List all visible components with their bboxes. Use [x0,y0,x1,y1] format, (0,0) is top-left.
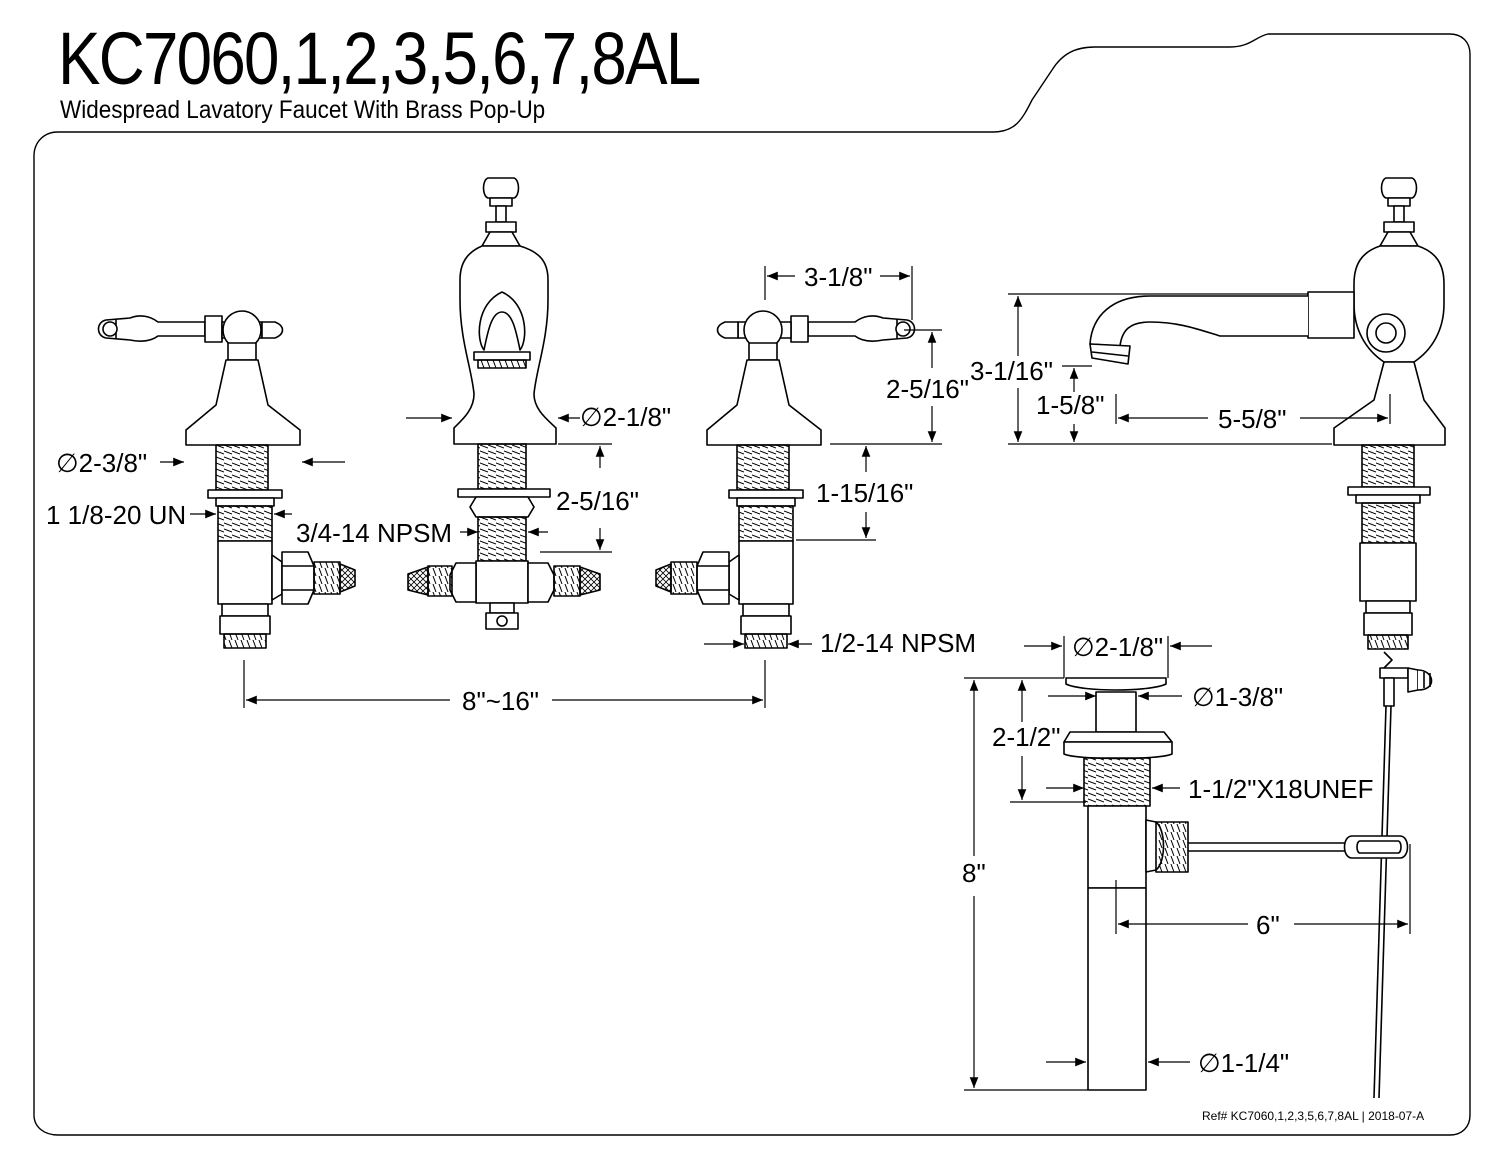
center-spread-label: 8"~16" [462,686,539,716]
drain-total-length-label: 8" [962,858,986,888]
drain-flange-diameter-label: ∅2-1/8" [1072,632,1163,662]
drain-body-height-label: 2-1/2" [992,722,1061,752]
handle-height-label: 2-5/16" [886,374,969,404]
product-description: Widespread Lavatory Faucet With Brass Po… [60,96,546,124]
center-spout [407,177,601,630]
drain-thread-label: 1-1/2"X18UNEF [1188,774,1374,804]
left-handle-valve [97,310,356,649]
dimension-lines [160,266,1411,1091]
spout-flange-diameter-label: ∅2-1/8" [580,402,671,432]
sheet-border [33,33,1471,1136]
handle-flange-diameter-label: ∅2-3/8" [56,448,147,478]
aerator-height-label: 1-5/8" [1036,390,1105,420]
pivot-rod-length-label: 6" [1256,910,1280,940]
handle-thread-label: 1 1/8-20 UN [46,500,186,530]
drain-cap-diameter-label: ∅1-3/8" [1192,682,1283,712]
handle-width-label: 3-1/8" [804,262,873,292]
right-handle-valve [655,310,916,649]
handle-shank-length-label: 1-15/16" [816,478,913,508]
model-title: KC7060,1,2,3,5,6,7,8AL [58,17,701,100]
tailpiece-diameter-label: ∅1-1/4" [1198,1048,1289,1078]
reference-number: Ref# KC7060,1,2,3,5,6,7,8AL | 2018-07-A [1202,1109,1424,1123]
spout-thread-label: 3/4-14 NPSM [296,518,452,548]
spout-reach-label: 5-5/8" [1218,404,1287,434]
inlet-thread-label: 1/2-14 NPSM [820,628,976,658]
spout-height-label: 3-1/16" [970,356,1053,386]
spout-shank-length-label: 2-5/16" [556,486,639,516]
popup-drain [1063,677,1409,1091]
